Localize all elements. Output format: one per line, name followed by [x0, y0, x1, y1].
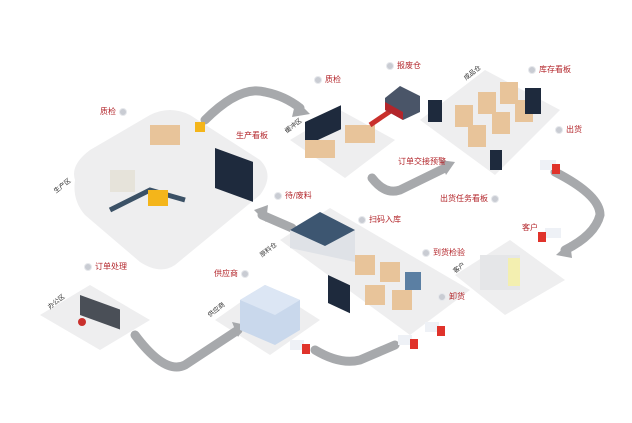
label-inventory-board: 库存看板	[528, 64, 571, 75]
label-text: 订单交接预警	[398, 157, 446, 166]
arrow-heads	[232, 100, 572, 337]
pin-icon	[422, 248, 430, 257]
raw-material-warehouse	[290, 212, 421, 314]
label-pending-material: 待/废料	[274, 190, 312, 201]
label-scan-inbound: 扫码入库	[358, 214, 401, 225]
pin-icon	[555, 125, 563, 134]
label-text: 质检	[100, 107, 116, 116]
pin-icon	[119, 107, 127, 116]
label-shipping-task-board: 出货任务看板	[440, 193, 499, 204]
label-text: 生产看板	[236, 131, 268, 140]
pin-icon	[314, 75, 322, 84]
supplier-building	[240, 285, 300, 345]
label-text: 供应商	[214, 269, 238, 278]
label-customer: 客户	[522, 222, 538, 233]
label-qc-production: 质检	[100, 106, 127, 117]
label-text: 卸货	[449, 292, 465, 301]
trucks	[290, 160, 561, 354]
pin-icon	[274, 191, 282, 200]
pin-icon	[84, 262, 92, 271]
label-production-board: 生产看板	[236, 130, 268, 141]
label-text: 库存看板	[539, 65, 571, 74]
label-text: 待/废料	[285, 191, 312, 200]
customer-building	[480, 255, 520, 290]
label-qc-buffer: 质检	[314, 74, 341, 85]
label-text: 出货	[566, 125, 582, 134]
office-desks	[78, 295, 120, 330]
pin-icon	[491, 194, 499, 203]
label-arrival-inspection: 到货检验	[422, 247, 465, 258]
label-scrap-warehouse: 报废仓	[386, 60, 421, 71]
label-order-processing: 订单处理	[84, 261, 127, 272]
label-supplier: 供应商	[214, 268, 249, 279]
label-text: 质检	[325, 75, 341, 84]
pin-icon	[528, 65, 536, 74]
label-text: 扫码入库	[369, 215, 401, 224]
pin-icon	[438, 292, 446, 301]
finished-goods-shelves	[428, 82, 541, 170]
label-text: 到货检验	[433, 248, 465, 257]
pin-icon	[386, 61, 394, 70]
label-shipping: 出货	[555, 124, 582, 135]
label-text: 客户	[522, 223, 538, 232]
label-text: 订单处理	[95, 262, 127, 271]
label-order-warning: 订单交接预警	[398, 156, 446, 167]
buffer-items	[305, 86, 420, 158]
label-text: 报废仓	[397, 61, 421, 70]
production-equipment	[108, 122, 253, 213]
pin-icon	[358, 215, 366, 224]
pin-icon	[241, 269, 249, 278]
label-unloading: 卸货	[438, 291, 465, 302]
flow-arrows	[130, 86, 605, 372]
label-text: 出货任务看板	[440, 194, 488, 203]
